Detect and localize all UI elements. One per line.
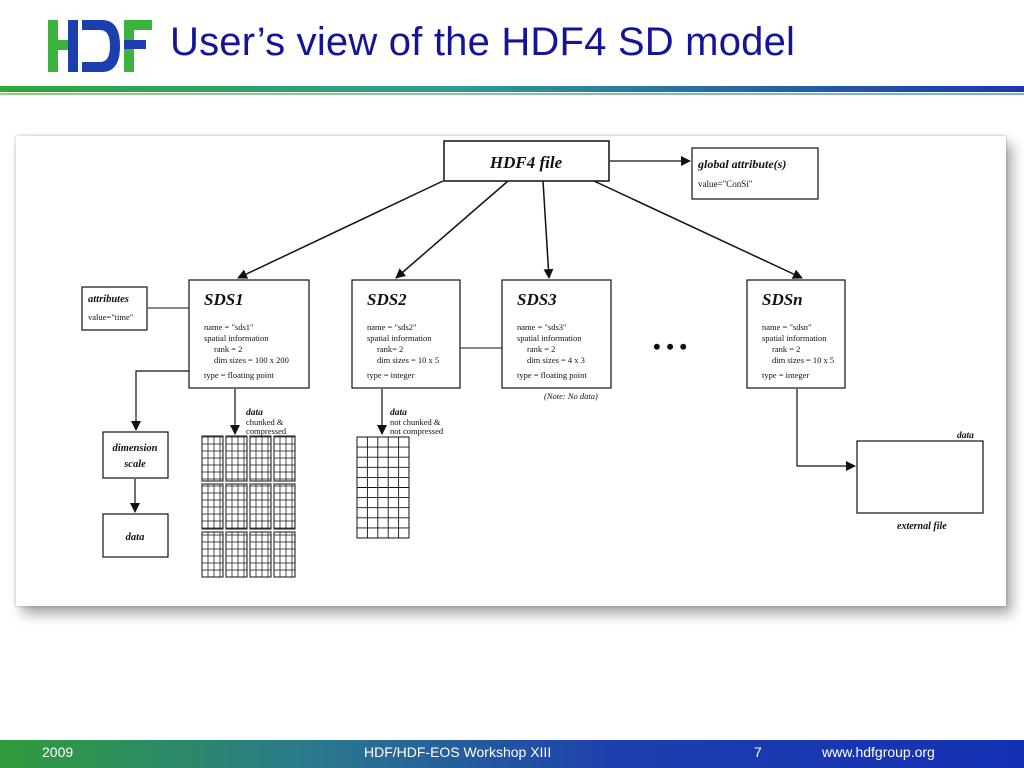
hdf-logo [48,20,152,72]
sds2-contiguous-grid [356,436,410,539]
sdsn-line: dim sizes = 10 x 5 [772,355,834,365]
sds2-line: rank= 2 [377,344,403,354]
dimension-scale-node: dimension scale [102,431,169,479]
diagram-frame: HDF4 file global attribute(s) value="Con… [16,136,1006,606]
attributes-node: attributes value="time" [81,286,148,331]
sds3-line: name = "sds3" [517,322,567,332]
sds2-line: spatial information [367,333,432,343]
external-data-label: data [957,431,974,441]
external-file-label: external file [897,521,947,532]
footer-page-number: 7 [754,744,762,760]
sds2-line: type = integer [367,370,414,380]
global-attr-value: value="ConSi" [698,179,753,189]
slide-title: User’s view of the HDF4 SD model [170,20,796,64]
sds3-line: spatial information [517,333,582,343]
sds1-line: dim sizes = 100 x 200 [214,355,289,365]
sds2-title: SDS2 [367,290,407,309]
sdsn-node: SDSn name = "sdsn" spatial information r… [746,279,846,389]
external-file-node [856,440,984,514]
sds1-line: spatial information [204,333,269,343]
sds1-line: type = floating point [204,370,274,380]
sds1-chunked-grid [201,435,296,578]
sds3-line: rank = 2 [527,344,555,354]
sds1-line: name = "sds1" [204,322,254,332]
sdsn-line: name = "sdsn" [762,322,812,332]
sds1-data-note: compressed [246,426,287,436]
hdf4-file-label: HDF4 file [489,153,563,172]
attributes-title: attributes [88,294,129,305]
dimension-scale-label: scale [123,459,146,470]
dimension-data-node: data [102,513,169,558]
dimension-scale-label: dimension [113,443,158,454]
sds2-node: SDS2 name = "sds2" spatial information r… [351,279,461,389]
sds1-line: rank = 2 [214,344,242,354]
arrow-file-to-sds3 [542,180,554,279]
title-divider-accent [0,93,1024,95]
arrow-file-to-sds1 [237,180,444,279]
attributes-value: value="time" [88,312,133,322]
sds1-data-note: chunked & [246,417,284,427]
arrow-file-to-sdsn [593,180,803,279]
sds2-data-title: data [390,408,407,418]
sdsn-title: SDSn [762,290,803,309]
footer-workshop: HDF/HDF-EOS Workshop XIII [364,744,552,760]
arrow-sds1-to-dimscale [131,370,189,431]
sdsn-line: type = integer [762,370,809,380]
sdsn-line: rank = 2 [772,344,800,354]
sds1-data-title: data [246,408,263,418]
sdsn-line: spatial information [762,333,827,343]
sds3-line: type = floating point [517,370,587,380]
sds2-data-note: not compressed [390,426,444,436]
global-attributes-node: global attribute(s) value="ConSi" [691,147,819,200]
sds3-node: SDS3 name = "sds3" spatial information r… [501,279,612,389]
hdf4-sd-model-diagram: HDF4 file global attribute(s) value="Con… [81,140,984,578]
sds3-title: SDS3 [517,290,557,309]
ellipsis: • • • [653,334,687,359]
sds2-data-note: not chunked & [390,417,441,427]
sds2-line: dim sizes = 10 x 5 [377,355,439,365]
arrow-file-to-sds2 [395,180,509,279]
sds3-note: (Note: No data) [544,391,598,401]
sds1-node: SDS1 name = "sds1" spatial information r… [188,279,310,389]
arrow-sdsn-to-external [796,389,856,471]
footer-bar [0,740,1024,768]
hdf4-file-node: HDF4 file [443,140,610,182]
footer-year: 2009 [42,744,74,760]
sds3-line: dim sizes = 4 x 3 [527,355,585,365]
dimension-data-label: data [126,532,145,543]
footer-url: www.hdfgroup.org [822,744,935,760]
global-attr-title: global attribute(s) [697,157,786,171]
title-divider [0,86,1024,92]
sds1-title: SDS1 [204,290,244,309]
sds2-line: name = "sds2" [367,322,417,332]
